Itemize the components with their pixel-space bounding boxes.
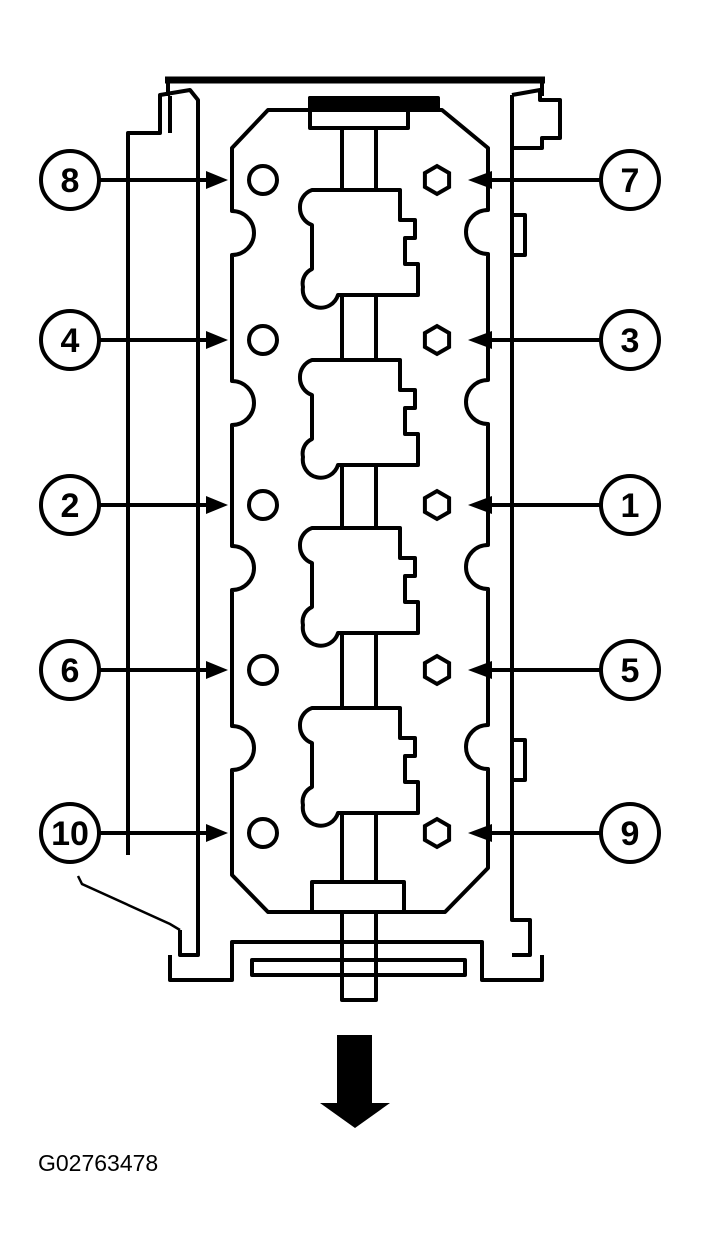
bolt-callout-circle [599, 639, 661, 701]
bolt-number-label: 8 [61, 162, 80, 200]
right-rail [510, 95, 532, 957]
rear-cam-bearing [310, 880, 406, 914]
arrowhead-icon [206, 171, 228, 189]
arrowhead-icon [206, 824, 228, 842]
head-bolt [247, 654, 279, 686]
bolt-number-label: 4 [61, 322, 80, 360]
head-bolt [247, 817, 279, 849]
base-slot [250, 958, 467, 977]
arrowhead-icon [206, 331, 228, 349]
arrowhead-icon [468, 496, 492, 514]
combustion-chamber [297, 526, 420, 648]
head-bolt [422, 323, 452, 357]
bolt-callout-circle [39, 474, 101, 536]
bolt-callout-circle [599, 149, 661, 211]
bolt-callout-circle [39, 802, 101, 864]
arrowhead-icon [468, 661, 492, 679]
bottom-base [168, 940, 544, 982]
bolt-callout-circle [39, 309, 101, 371]
head-bolt [422, 653, 452, 687]
arrowhead-icon [206, 661, 228, 679]
bolt-callout-circle [599, 802, 661, 864]
head-bolt [422, 163, 452, 197]
direction-arrow-down-icon [320, 1035, 390, 1128]
bolt-number-label: 3 [621, 322, 640, 360]
bolt-callout-circle [599, 474, 661, 536]
head-bolt [422, 488, 452, 522]
arrowhead-icon [468, 331, 492, 349]
bolt-number-label: 5 [621, 652, 640, 690]
arrowhead-icon [206, 496, 228, 514]
bolt-number-label: 2 [61, 487, 80, 525]
bolt-number-label: 1 [621, 487, 640, 525]
combustion-chamber [297, 188, 420, 310]
bolt-number-label: 10 [51, 815, 89, 853]
left-rail [126, 88, 200, 957]
bolt-callout-circle [39, 639, 101, 701]
head-bolt [247, 324, 279, 356]
bolt-number-label: 7 [621, 162, 640, 200]
figure-code: G02763478 [38, 1150, 159, 1176]
bolt-number-label: 6 [61, 652, 80, 690]
head-bolt [422, 816, 452, 850]
bolt-number-label: 9 [621, 815, 640, 853]
arrowhead-icon [468, 824, 492, 842]
bolt-callout-circle [599, 309, 661, 371]
cylinder-head-outline [230, 108, 490, 914]
combustion-chamber [297, 358, 420, 480]
head-bolt [247, 164, 279, 196]
head-bolt [247, 489, 279, 521]
arrowhead-icon [468, 171, 492, 189]
bolt-callout-circle [39, 149, 101, 211]
combustion-chamber [297, 706, 420, 828]
leader-line [76, 875, 181, 932]
